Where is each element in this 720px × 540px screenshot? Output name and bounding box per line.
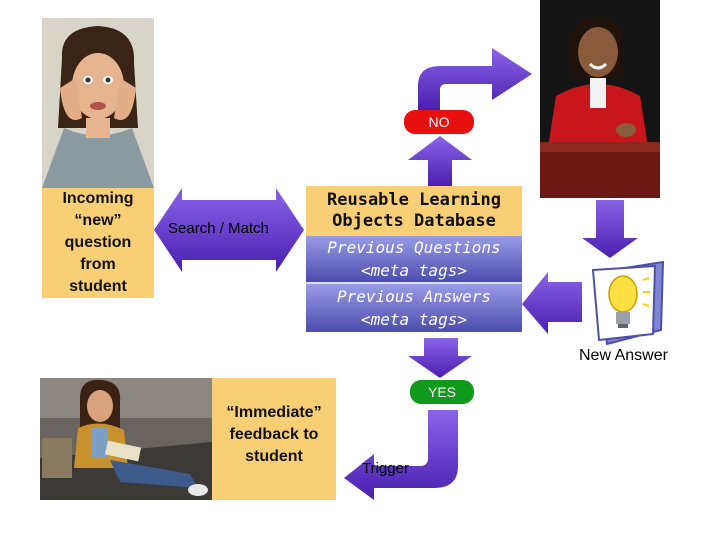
feedback-text: “Immediate” feedback to student [226, 404, 322, 465]
up-arrow-to-no [408, 136, 472, 186]
no-badge: NO [404, 110, 474, 134]
search-match-label: Search / Match [168, 220, 269, 237]
previous-answers-text: Previous Answers <meta tags> [336, 287, 492, 329]
down-arrow-from-db [408, 338, 472, 378]
incoming-question-box: Incoming “new” question from student [42, 188, 154, 298]
yes-label: YES [427, 384, 456, 400]
db-divider [306, 282, 522, 284]
student-reading-photo [40, 378, 212, 500]
worried-woman-photo [42, 18, 154, 188]
previous-questions-text: Previous Questions <meta tags> [327, 238, 501, 280]
search-match-text: Search / Match [168, 220, 269, 237]
down-arrow-from-presenter [582, 200, 638, 258]
trigger-text: Trigger [362, 460, 409, 477]
database-title-box: Reusable Learning Objects Database [306, 186, 522, 236]
trigger-label: Trigger [362, 460, 409, 477]
curve-arrow-to-presenter [418, 48, 532, 110]
database-title: Reusable Learning Objects Database [327, 190, 501, 231]
previous-answers-box: Previous Answers <meta tags> [306, 284, 522, 332]
new-answer-text: New Answer [579, 347, 668, 364]
left-arrow-to-answers [522, 272, 582, 334]
no-label: NO [428, 114, 450, 130]
trigger-curve-arrow [344, 410, 458, 500]
previous-questions-box: Previous Questions <meta tags> [306, 236, 522, 282]
new-answer-label: New Answer [579, 347, 668, 365]
feedback-box: “Immediate” feedback to student [212, 378, 336, 500]
lightbulb-illustration [585, 258, 669, 348]
yes-badge: YES [410, 380, 474, 404]
search-match-double-arrow [154, 188, 304, 272]
presenter-photo [540, 0, 660, 198]
incoming-question-text: Incoming “new” question from student [62, 190, 134, 295]
